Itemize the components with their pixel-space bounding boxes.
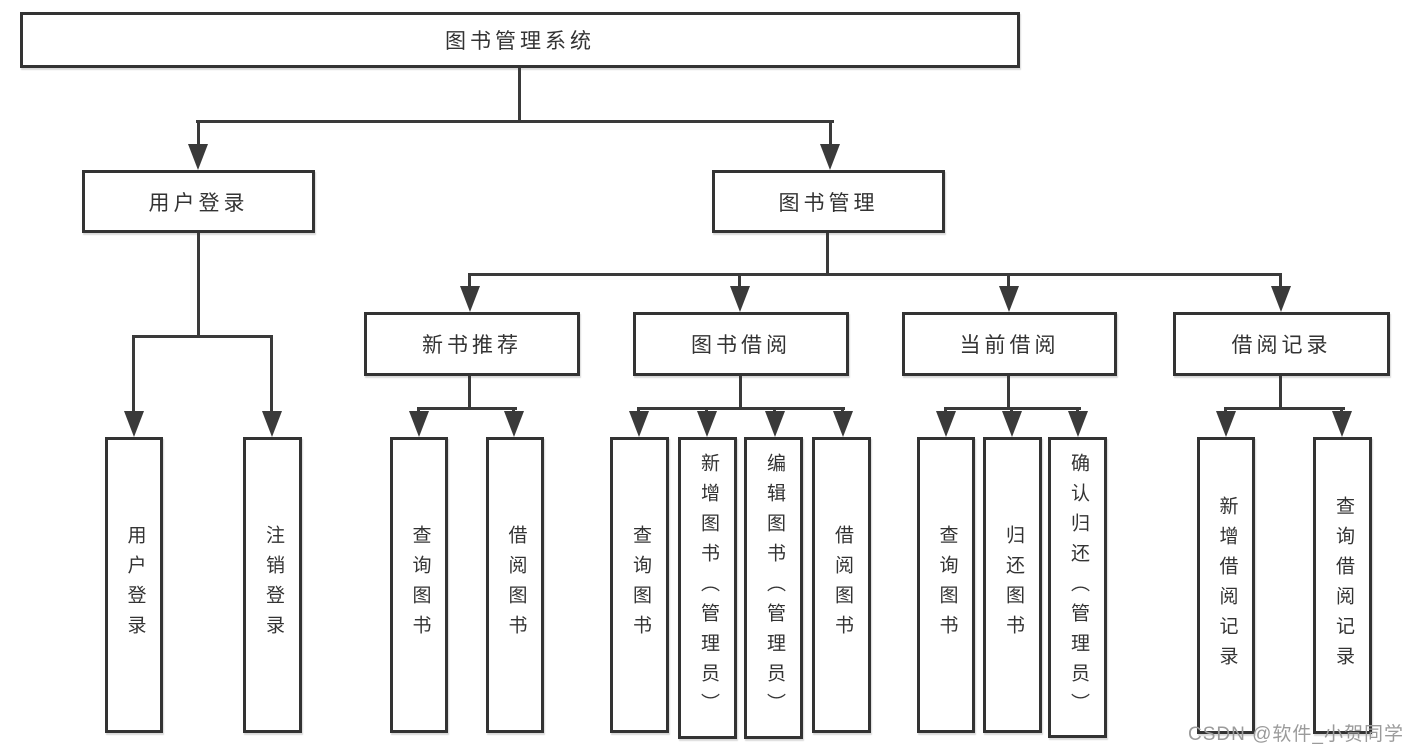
node-library-system: 图书管理系统 — [20, 12, 1020, 68]
node-label: 当前借阅 — [959, 334, 1060, 357]
connector-book-mgmt-stub — [826, 233, 829, 275]
arrow-down-icon — [730, 286, 750, 312]
arrow-down-icon — [1002, 411, 1022, 437]
node-label: 图书借阅 — [691, 334, 791, 357]
node-label: 注销登录 — [262, 525, 284, 645]
connector-book-mgmt-drop-4 — [1279, 273, 1282, 287]
connector-book-mgmt-drop-3 — [1007, 273, 1010, 287]
node-borrowing-records: 借阅记录 — [1173, 312, 1390, 376]
connector-borrowing-hline — [637, 407, 845, 410]
arrow-down-icon — [1216, 411, 1236, 437]
connector-book-mgmt-hline — [468, 273, 1282, 276]
leaf-confirm-return-admin: 确认归还（管理员） — [1048, 437, 1107, 738]
node-label: 借阅图书 — [831, 525, 853, 645]
node-label: 新增借阅记录 — [1216, 495, 1238, 676]
arrow-down-icon — [504, 411, 524, 437]
node-book-borrowing: 图书借阅 — [633, 312, 849, 376]
connector-root-drop-right — [829, 120, 832, 146]
node-label: 借阅图书 — [505, 525, 527, 645]
node-label: 归还图书 — [1002, 525, 1024, 645]
connector-recommend-hline — [417, 407, 517, 410]
node-label: 图书管理系统 — [445, 30, 595, 53]
node-current-borrowing: 当前借阅 — [902, 312, 1117, 376]
node-label: 用户登录 — [148, 191, 249, 215]
connector-user-login-stub — [197, 233, 200, 337]
node-label: 新书推荐 — [422, 334, 522, 357]
connector-root-hline — [196, 120, 834, 123]
leaf-borrow-books-borrowing: 借阅图书 — [812, 437, 871, 733]
leaf-return-books: 归还图书 — [983, 437, 1042, 733]
connector-root-drop-left — [197, 120, 200, 146]
arrow-down-icon — [833, 411, 853, 437]
arrow-down-icon — [1068, 411, 1088, 437]
leaf-user-login: 用户登录 — [105, 437, 163, 733]
connector-borrowing-stub — [739, 376, 742, 409]
node-label: 图书管理 — [778, 191, 879, 215]
connector-records-hline — [1224, 407, 1345, 410]
leaf-add-borrow-record: 新增借阅记录 — [1197, 437, 1255, 734]
connector-user-login-drop-2 — [270, 335, 273, 413]
connector-root-stub — [518, 68, 521, 122]
node-user-login: 用户登录 — [82, 170, 315, 233]
leaf-query-books-current: 查询图书 — [917, 437, 975, 733]
node-label: 用户登录 — [124, 525, 146, 645]
connector-user-login-drop-1 — [132, 335, 135, 413]
leaf-query-borrow-record: 查询借阅记录 — [1313, 437, 1372, 734]
leaf-add-books-admin: 新增图书（管理员） — [678, 437, 737, 739]
arrow-down-icon — [409, 411, 429, 437]
node-label: 查询图书 — [629, 525, 651, 645]
csdn-watermark: CSDN @软件_小贺同学 — [1188, 724, 1404, 745]
arrow-down-icon — [460, 286, 480, 312]
arrow-down-icon — [124, 411, 144, 437]
connector-current-stub — [1007, 376, 1010, 409]
arrow-down-icon — [1332, 411, 1352, 437]
leaf-query-books-recommend: 查询图书 — [390, 437, 448, 733]
arrow-down-icon — [999, 286, 1019, 312]
node-label: 查询图书 — [936, 525, 958, 645]
leaf-borrow-books-recommend: 借阅图书 — [486, 437, 544, 733]
arrow-down-icon — [936, 411, 956, 437]
connector-recommend-stub — [468, 376, 471, 409]
arrow-down-icon — [765, 411, 785, 437]
arrow-down-icon — [188, 144, 208, 170]
node-new-book-recommendation: 新书推荐 — [364, 312, 580, 376]
node-label: 借阅记录 — [1231, 334, 1332, 357]
connector-book-mgmt-drop-1 — [468, 273, 471, 287]
leaf-query-books-borrowing: 查询图书 — [610, 437, 669, 733]
node-label: 新增图书（管理员） — [697, 453, 719, 723]
node-label: 查询借阅记录 — [1332, 495, 1354, 676]
leaf-logout-login: 注销登录 — [243, 437, 302, 733]
connector-records-stub — [1279, 376, 1282, 409]
arrow-down-icon — [262, 411, 282, 437]
node-label: 编辑图书（管理员） — [763, 453, 785, 723]
arrow-down-icon — [820, 144, 840, 170]
node-label: 查询图书 — [409, 525, 431, 645]
leaf-edit-books-admin: 编辑图书（管理员） — [744, 437, 803, 739]
connector-book-mgmt-drop-2 — [738, 273, 741, 287]
arrow-down-icon — [629, 411, 649, 437]
arrow-down-icon — [1271, 286, 1291, 312]
arrow-down-icon — [697, 411, 717, 437]
connector-user-login-hline — [132, 335, 273, 338]
node-label: 确认归还（管理员） — [1067, 452, 1089, 723]
node-book-management: 图书管理 — [712, 170, 945, 233]
